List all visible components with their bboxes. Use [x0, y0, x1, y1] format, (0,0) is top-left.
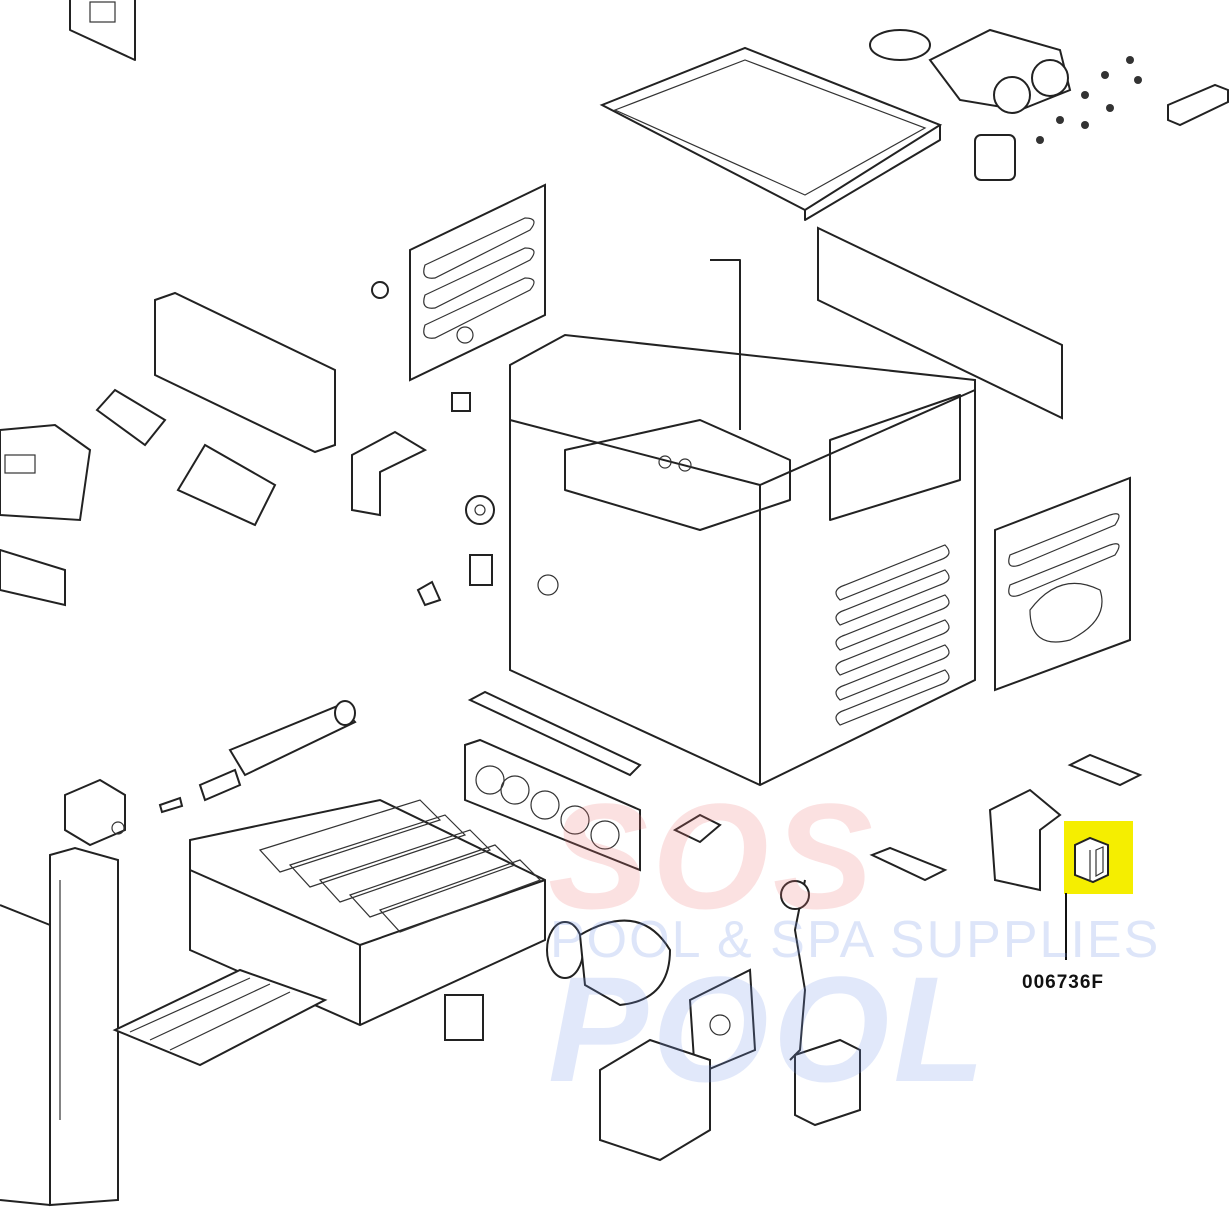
watermark-pool: POOL	[548, 945, 990, 1113]
transformer-icon	[1074, 836, 1109, 884]
gasket-ring	[371, 281, 389, 299]
pilot-tube-part	[198, 700, 357, 802]
burner-rails	[464, 690, 642, 872]
part-number-label: 006736F	[1022, 972, 1105, 993]
bottom-shield-part	[112, 968, 328, 1067]
control-housing	[0, 291, 336, 607]
flue-collector	[599, 1038, 711, 1162]
bolts	[1036, 56, 1142, 144]
burner-tray	[189, 798, 546, 1027]
watermark-sos: SOS	[548, 772, 877, 940]
blower-part	[546, 919, 672, 1007]
plate-part-2	[869, 846, 948, 882]
transformer-cover	[988, 788, 1062, 892]
bracket	[672, 813, 722, 844]
watermark-brand: SOS POOL	[548, 770, 1229, 1116]
gas-valve-part	[64, 778, 126, 847]
small-parts	[351, 392, 495, 607]
blower-plate	[688, 968, 757, 1077]
sight-window	[444, 994, 484, 1041]
orifice-part	[158, 796, 184, 814]
watermark-tagline: POOL & SPA SUPPLIES	[550, 911, 1161, 969]
side-panel-right	[994, 476, 1131, 692]
side-panel-left	[409, 183, 546, 382]
pressure-switch-part	[780, 879, 861, 1127]
top-tray-part	[599, 46, 943, 221]
back-panel	[817, 226, 1063, 420]
control-board-part	[69, 0, 136, 61]
cabinet-frame	[509, 259, 976, 787]
plate-part	[1067, 753, 1143, 787]
front-door-part	[0, 846, 119, 1207]
water-manifold-part	[869, 28, 1229, 181]
